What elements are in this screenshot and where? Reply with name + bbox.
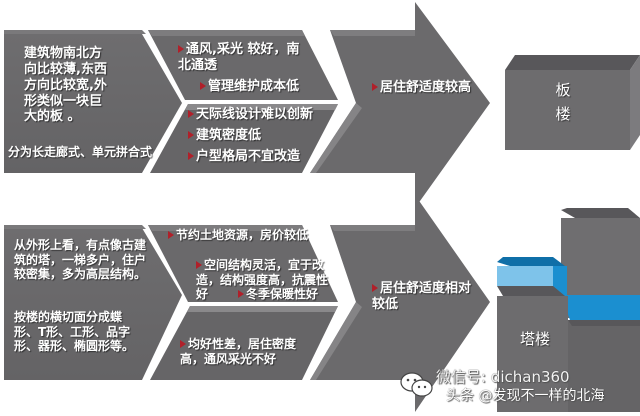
- bullet-icon: [168, 230, 174, 239]
- bullet-icon: [180, 339, 186, 348]
- bullet-icon: [238, 289, 244, 298]
- slab-disadvantage-2: 建筑密度低: [188, 128, 261, 144]
- watermark-wechat-id: 微信号: dichan360: [436, 368, 570, 386]
- wechat-icon: [400, 372, 434, 402]
- description-line: 大的板 。: [24, 109, 81, 125]
- bottom-advantages-shape: [148, 225, 338, 302]
- tower-description-2: 按楼的横切面分成蝶形、T形、工形、品字形、器形、椭圆形等。: [14, 310, 135, 354]
- slab-disadvantage-3: 户型格局不宜改造: [188, 149, 300, 165]
- bottom-disadvantages-shape: [150, 306, 338, 380]
- slab-building-label: 板 楼: [555, 81, 571, 123]
- slab-advantage-1: 通风,采光 较好，南北通透: [178, 42, 300, 73]
- bullet-icon: [200, 81, 206, 90]
- bottom-description-shape: [4, 225, 182, 380]
- description-line: 建筑物南北方: [24, 46, 103, 61]
- bullet-icon: [372, 283, 378, 292]
- bottom-result-arrow: [310, 195, 490, 412]
- tower-building: [497, 208, 640, 412]
- slab-advantage-2: 管理维护成本低: [200, 79, 299, 95]
- tower-advantage-1: 节约土地资源，房价较低: [168, 228, 308, 243]
- bullet-icon: [188, 151, 194, 160]
- slab-subtype-text: 分为长走廊式、单元拼合式: [8, 145, 153, 159]
- top-description-shape: [4, 30, 182, 173]
- description-line: 形类似一块巨: [24, 93, 103, 109]
- watermark-toutiao: 头条 @发现不一样的北海: [446, 388, 605, 404]
- bullet-icon: [188, 109, 194, 118]
- tower-description-1: 从外形上看，有点像古建筑的塔，一梯多户，住户较密集，多为高层结构。: [14, 238, 147, 282]
- bullet-icon: [178, 44, 184, 53]
- top-advantages-shape: [148, 30, 338, 100]
- slab-result: 居住舒适度较高: [372, 80, 472, 96]
- slab-description: 建筑物南北方 向比较薄,东西 方向比较宽,外 形类似一块巨 大的板 。: [24, 46, 144, 125]
- tower-advantage-2: 空间结构灵活，宜于改造，结构强度高，抗震性好: [196, 258, 329, 302]
- bullet-icon: [372, 82, 378, 91]
- tower-disadvantage-1: 均好性差，居住密度高，通风采光不好: [180, 337, 297, 366]
- tower-advantage-3: 冬季保暖性好: [238, 287, 318, 302]
- description-line: 方向比较宽,外: [24, 77, 107, 93]
- top-result-arrow: [310, 2, 490, 208]
- tower-result: 居住舒适度相对较低: [372, 281, 472, 312]
- bullet-icon: [188, 130, 194, 139]
- description-line: 向比较薄,东西: [24, 61, 107, 77]
- tower-building-label: 塔楼: [520, 330, 551, 348]
- bullet-icon: [196, 260, 202, 269]
- slab-building-box: [505, 55, 640, 150]
- top-disadvantages-shape: [150, 104, 338, 173]
- slab-disadvantage-1: 天际线设计难以创新: [188, 107, 313, 123]
